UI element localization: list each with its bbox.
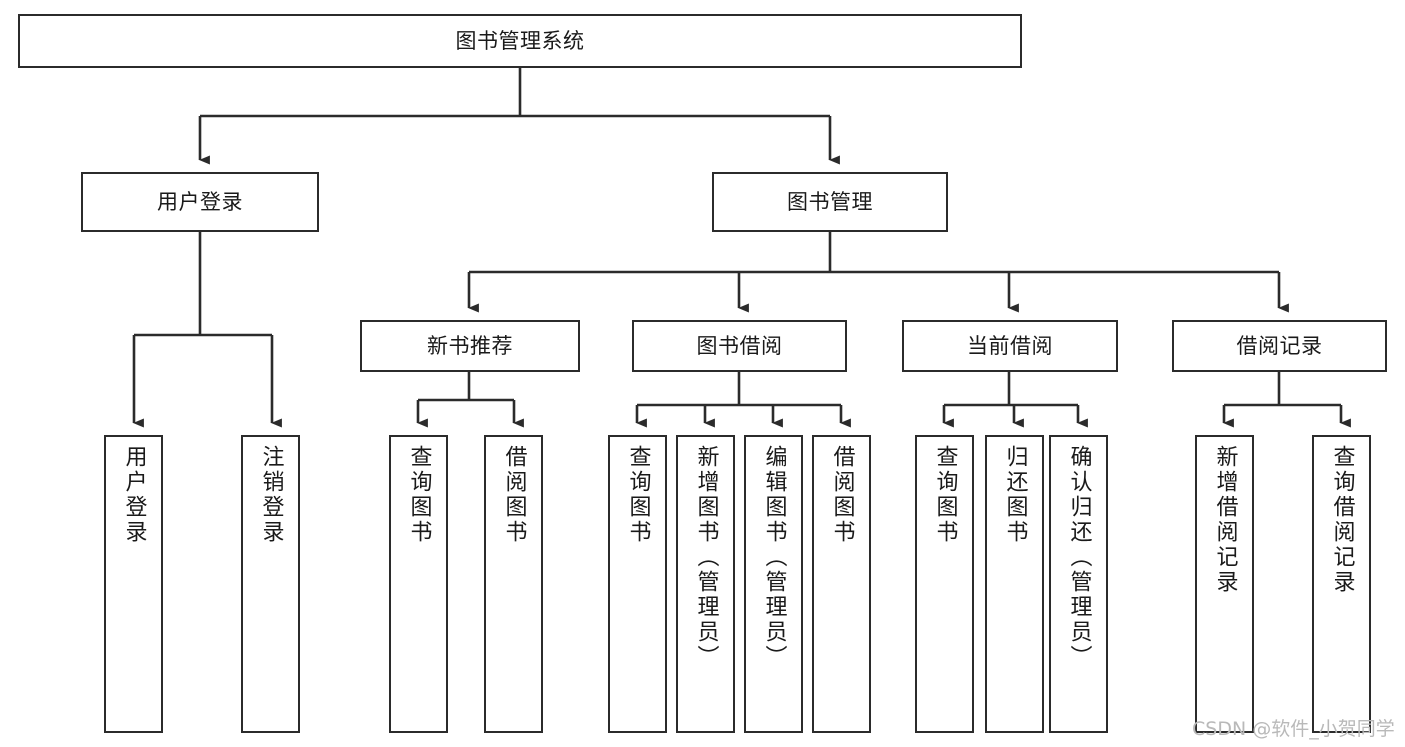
- node-leaf-query-book-1[interactable]: 查询图书: [389, 435, 448, 733]
- node-leaf-add-book[interactable]: 新增图书（管理员）: [676, 435, 735, 733]
- node-leaf-logout-label: 注销登录: [258, 445, 284, 545]
- node-book-manage[interactable]: 图书管理: [712, 172, 948, 232]
- node-leaf-edit-book[interactable]: 编辑图书（管理员）: [744, 435, 803, 733]
- node-leaf-query-record[interactable]: 查询借阅记录: [1312, 435, 1371, 733]
- node-root-label: 图书管理系统: [455, 28, 585, 53]
- node-leaf-user-login[interactable]: 用户登录: [104, 435, 163, 733]
- node-leaf-query-book-1-label: 查询图书: [406, 445, 432, 545]
- node-leaf-user-login-label: 用户登录: [121, 445, 147, 545]
- node-leaf-add-record[interactable]: 新增借阅记录: [1195, 435, 1254, 733]
- node-leaf-query-book-2[interactable]: 查询图书: [608, 435, 667, 733]
- node-user-login[interactable]: 用户登录: [81, 172, 319, 232]
- node-leaf-borrow-book-2-label: 借阅图书: [829, 445, 855, 545]
- node-borrow-record-label: 借阅记录: [1236, 333, 1323, 358]
- node-leaf-add-book-label: 新增图书（管理员）: [693, 445, 719, 670]
- node-leaf-confirm-return-label: 确认归还（管理员）: [1066, 445, 1092, 670]
- node-book-borrow[interactable]: 图书借阅: [632, 320, 847, 372]
- node-leaf-edit-book-label: 编辑图书（管理员）: [761, 445, 787, 670]
- node-root[interactable]: 图书管理系统: [18, 14, 1022, 68]
- node-leaf-query-book-2-label: 查询图书: [625, 445, 651, 545]
- node-leaf-logout[interactable]: 注销登录: [241, 435, 300, 733]
- node-leaf-borrow-book-1[interactable]: 借阅图书: [484, 435, 543, 733]
- node-current-borrow-label: 当前借阅: [967, 333, 1053, 358]
- node-book-borrow-label: 图书借阅: [696, 333, 783, 358]
- node-leaf-query-book-3[interactable]: 查询图书: [915, 435, 974, 733]
- node-leaf-borrow-book-2[interactable]: 借阅图书: [812, 435, 871, 733]
- node-user-login-label: 用户登录: [157, 189, 243, 214]
- watermark-text: CSDN @软件_小贺同学: [1192, 718, 1395, 740]
- node-new-book-recommend-label: 新书推荐: [427, 333, 513, 358]
- node-borrow-record[interactable]: 借阅记录: [1172, 320, 1387, 372]
- node-leaf-add-record-label: 新增借阅记录: [1212, 445, 1238, 595]
- node-leaf-query-record-label: 查询借阅记录: [1329, 445, 1355, 595]
- node-leaf-query-book-3-label: 查询图书: [932, 445, 958, 545]
- node-new-book-recommend[interactable]: 新书推荐: [360, 320, 580, 372]
- node-book-manage-label: 图书管理: [787, 189, 873, 214]
- node-leaf-confirm-return[interactable]: 确认归还（管理员）: [1049, 435, 1108, 733]
- node-current-borrow[interactable]: 当前借阅: [902, 320, 1118, 372]
- node-leaf-borrow-book-1-label: 借阅图书: [501, 445, 527, 545]
- node-leaf-return-book[interactable]: 归还图书: [985, 435, 1044, 733]
- node-leaf-return-book-label: 归还图书: [1002, 445, 1028, 545]
